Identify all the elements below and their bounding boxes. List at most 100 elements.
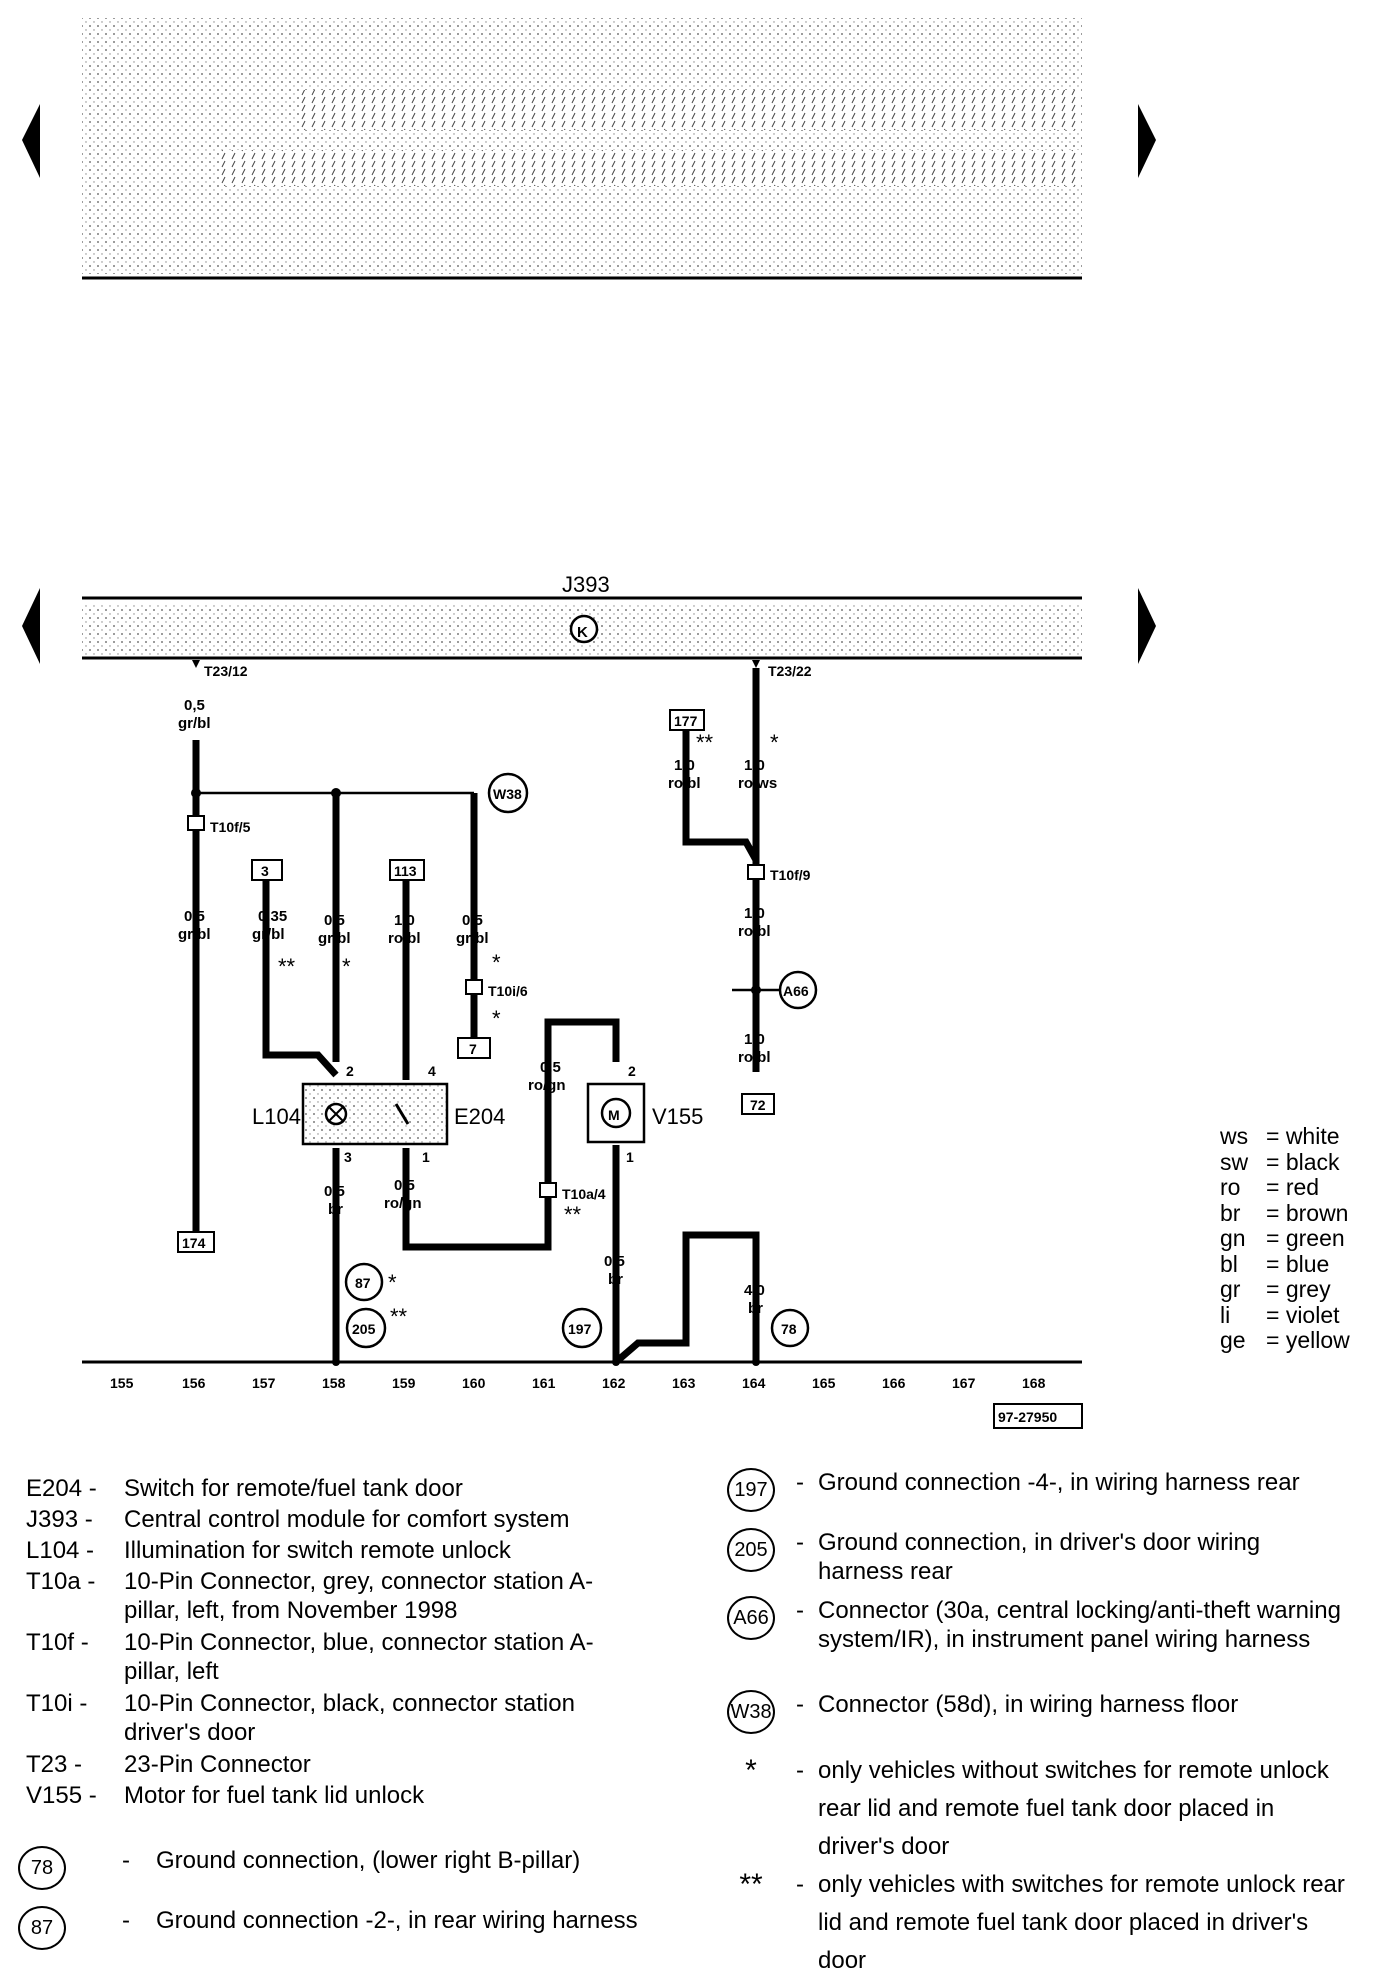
ground-78 [770, 1308, 810, 1348]
svg-text:159: 159 [392, 1375, 416, 1391]
svg-text:*: * [492, 1006, 501, 1031]
prev-page-arrow-bottom[interactable] [22, 588, 40, 664]
svg-text:161: 161 [532, 1375, 556, 1391]
box-72 [741, 1093, 775, 1115]
upper-module-strip [82, 18, 1082, 280]
wire-label: 1,0 [394, 912, 415, 929]
connector-w38 [487, 772, 529, 814]
wire-label: ro/bl [738, 1049, 771, 1066]
svg-text:3: 3 [344, 1149, 352, 1165]
legend-row: V155 -Motor for fuel tank lid unlock [26, 1782, 425, 1809]
pin-t10i-6: T10i/6 [488, 983, 528, 999]
box-113-label: 113 [394, 863, 417, 879]
junction-156 [191, 788, 201, 798]
color-key-row: li= violet [1220, 1301, 1340, 1328]
wire-label: gr/bl [252, 926, 285, 943]
component-legend: E204 -Switch for remote/fuel tank door J… [26, 1474, 646, 1812]
wire-label: gr/bl [318, 930, 351, 947]
legend-row: T10f -10-Pin Connector, blue, connector … [26, 1629, 594, 1685]
svg-text:*: * [770, 730, 779, 755]
v155-label: V155 [652, 1104, 703, 1129]
box-7 [457, 1037, 491, 1059]
svg-text:2: 2 [628, 1063, 636, 1079]
svg-text:162: 162 [602, 1375, 626, 1391]
svg-text:4: 4 [428, 1063, 436, 1079]
ground-205-symbol: 205 [727, 1528, 775, 1572]
color-key-row: sw= black [1220, 1148, 1340, 1175]
motor-symbol: M [608, 1107, 620, 1123]
wire-label: br [608, 1271, 623, 1288]
single-asterisk-symbol: * [745, 1754, 757, 1787]
color-key-row: br= brown [1220, 1199, 1349, 1226]
wire-label: ro/gn [384, 1195, 422, 1212]
next-page-arrow-bottom[interactable] [1138, 588, 1156, 664]
svg-text:163: 163 [672, 1375, 696, 1391]
wire-label: gr/bl [178, 715, 211, 732]
svg-text:*: * [342, 954, 351, 979]
svg-text:87: 87 [355, 1275, 371, 1291]
pin-t10a-4: T10a/4 [562, 1186, 606, 1202]
legend-row: E204 -Switch for remote/fuel tank door [26, 1475, 463, 1502]
wire-label: 0,5 [324, 912, 345, 929]
wire-label: ro/bl [738, 923, 771, 940]
wire-label: ro/gn [528, 1077, 566, 1094]
ground-circles [344, 772, 818, 1349]
reference-number: 97-27950 [998, 1409, 1057, 1425]
legend-row: T10a -10-Pin Connector, grey, connector … [26, 1568, 594, 1624]
svg-text:78: 78 [781, 1321, 797, 1337]
legend-row: T10i -10-Pin Connector, black, connector… [26, 1690, 575, 1746]
symbol-legend-right: 197 - Ground connection -4-, in wiring h… [706, 1468, 1366, 1974]
pin-t23-12: T23/12 [204, 663, 248, 679]
ref-boxes [177, 709, 775, 1253]
color-key-row: gn= green [1220, 1225, 1345, 1251]
prev-page-arrow-top[interactable] [22, 104, 40, 178]
wire-label: ro/bl [668, 775, 701, 792]
l104-e204-component: L104 E204 2 4 3 1 [252, 1063, 505, 1165]
svg-text:156: 156 [182, 1375, 206, 1391]
box-3 [251, 859, 283, 881]
pin-t10f-9: T10f/9 [770, 867, 811, 883]
connector-a66-symbol: A66 [727, 1596, 775, 1640]
color-key-row: bl= blue [1220, 1250, 1330, 1277]
l104-label: L104 [252, 1104, 301, 1129]
pin-t23-22: T23/22 [768, 663, 812, 679]
ground-legend-left: 78 - Ground connection, (lower right B-p… [18, 1846, 658, 1966]
symbol-legend-row: 197 - Ground connection -4-, in wiring h… [706, 1468, 1346, 1512]
box-113 [389, 859, 425, 881]
ground-78-symbol: 78 [18, 1846, 66, 1890]
wire-label: 0,5 [540, 1059, 561, 1076]
svg-text:A66: A66 [783, 983, 809, 999]
svg-text:205: 205 [352, 1321, 376, 1337]
j393-label: J393 [562, 572, 610, 597]
next-page-arrow-top[interactable] [1138, 104, 1156, 178]
wire-color-key: ws= white sw= black ro= red br= brown gn… [1220, 1123, 1350, 1354]
svg-text:2: 2 [346, 1063, 354, 1079]
j393-module: J393 K [82, 572, 1082, 660]
wire-label: 1,0 [744, 905, 765, 922]
wire-label: 1,0 [674, 757, 695, 774]
double-asterisk-symbol: ** [739, 1868, 763, 1901]
svg-text:197: 197 [568, 1321, 592, 1337]
color-key-row: ws= white [1220, 1123, 1340, 1149]
svg-text:164: 164 [742, 1375, 766, 1391]
wire-set [192, 668, 760, 1365]
legend-row: L104 -Illumination for switch remote unl… [26, 1537, 511, 1564]
box-177-label: 177 [674, 713, 698, 729]
wire-label: ro/bl [388, 930, 421, 947]
svg-text:**: ** [696, 730, 714, 755]
pin-t10f-5: T10f/5 [210, 819, 251, 835]
svg-text:*: * [388, 1270, 397, 1295]
e204-label: E204 [454, 1104, 505, 1129]
svg-text:**: ** [564, 1202, 582, 1227]
wire-label: 1,0 [744, 757, 765, 774]
wire-label: gr/bl [456, 930, 489, 947]
wire-label: 0,5 [184, 697, 205, 714]
svg-text:**: ** [278, 954, 296, 979]
symbol-legend-row: 205 - Ground connection, in driver's doo… [706, 1528, 1346, 1586]
wire-label: br [328, 1201, 343, 1218]
svg-text:165: 165 [812, 1375, 836, 1391]
svg-text:157: 157 [252, 1375, 276, 1391]
box-3-label: 3 [261, 863, 269, 879]
box-174-label: 174 [182, 1235, 206, 1251]
